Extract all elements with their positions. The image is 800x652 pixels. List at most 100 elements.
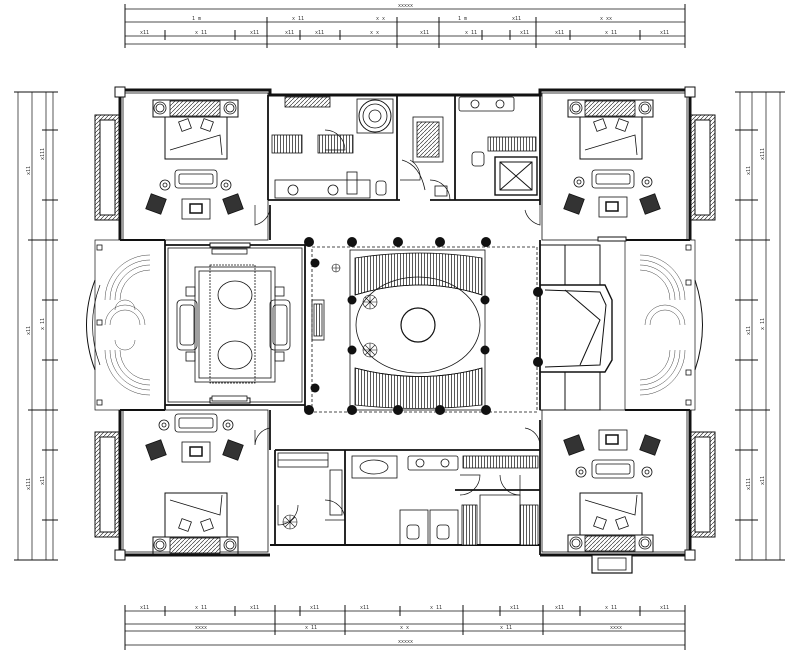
bedroom-top-right (563, 99, 661, 242)
top-dimension-label: 1 m (458, 16, 467, 22)
top-dimension-label: x xx (600, 16, 612, 22)
side-dimension-lines (14, 91, 785, 561)
top-dimension-label: x11 (250, 30, 259, 36)
bottom-dimension-label: x 11 (500, 625, 512, 631)
top-dimension-label: x x (370, 30, 379, 36)
column-icon (347, 295, 357, 305)
hall-columns (304, 237, 543, 415)
column-icon (310, 258, 320, 268)
bottom-dimension-label: x11 (360, 605, 369, 611)
corner-piers (114, 86, 696, 561)
tea-table-icon (598, 429, 628, 451)
top-dimension-label: x 11 (605, 30, 617, 36)
bottom-dimension-label: x11 (310, 605, 319, 611)
column-icon (304, 405, 314, 415)
right-dimension-label: x11 (760, 476, 766, 485)
bed-icon (579, 492, 643, 536)
armchair-icon (639, 193, 661, 215)
column-icon (310, 383, 320, 393)
armchair-icon (639, 434, 661, 456)
toilet-icon (471, 151, 485, 167)
sofa-icon (591, 169, 635, 189)
armchair-icon (563, 193, 585, 215)
column-icon (533, 357, 543, 367)
top-dimension-label: x x (376, 16, 385, 22)
bedroom-top-left (145, 99, 251, 248)
armchair-icon (563, 434, 585, 456)
sink-icon (495, 99, 505, 109)
side-dimension-labels: x11 x111 x11 x 11 x111 x11 x11 x111 x11 … (26, 148, 766, 490)
armchair-icon (222, 193, 244, 215)
bottom-total-dimension: xxxxx (398, 639, 413, 645)
armchair-icon (222, 439, 244, 461)
column-icon (347, 405, 357, 415)
headboard-icon (584, 535, 636, 552)
column-icon (480, 295, 490, 305)
bottom-dimension-label: x11 (510, 605, 519, 611)
column-icon (304, 237, 314, 247)
bedroom-bottom-left (145, 397, 251, 555)
bottom-dimension-label: x11 (250, 605, 259, 611)
toilet-icon (406, 524, 420, 540)
bed-icon (579, 116, 643, 160)
top-dimension-label: x11 (420, 30, 429, 36)
stair-icon (354, 367, 483, 409)
bottom-dimension-label: x x (400, 625, 409, 631)
right-dimension-label: x11 (746, 166, 752, 175)
wall-bands (122, 92, 688, 553)
tea-table-icon (181, 198, 211, 220)
column-icon (480, 345, 490, 355)
sofa-icon (269, 299, 291, 351)
headboard-icon (169, 100, 221, 117)
column-icon (393, 237, 403, 247)
column-icon (347, 345, 357, 355)
bed-icon (164, 492, 228, 538)
bottom-dimension-label: x11 (555, 605, 564, 611)
top-dimension-labels: xxxxx 1 m x 11 x x 1 m x11 x xx x11 x 11… (140, 3, 669, 36)
right-terrace (624, 239, 703, 411)
sink-icon (440, 458, 450, 468)
sink-icon (287, 184, 299, 196)
bathtub-icon (359, 459, 389, 475)
column-icon (393, 405, 403, 415)
tea-table-icon (598, 196, 628, 218)
left-dimension-label: x11 (40, 476, 46, 485)
armchair-icon (145, 193, 167, 215)
right-dimension-label: x111 (746, 478, 752, 490)
column-icon (533, 287, 543, 297)
bottom-dimension-lines (124, 605, 686, 650)
top-dimension-label: x 11 (465, 30, 477, 36)
toilet-icon (436, 524, 450, 540)
bottom-dimension-label: x 11 (605, 605, 617, 611)
top-dimension-label: x11 (285, 30, 294, 36)
left-dimension-label: x 11 (40, 318, 46, 330)
interior-walls (164, 95, 541, 555)
sofa-icon (174, 169, 218, 189)
toilet-icon (375, 180, 387, 196)
top-dimension-label: x 11 (292, 16, 304, 22)
door-swings (254, 129, 541, 526)
dining-table-icon (217, 280, 253, 310)
left-terrace (86, 239, 166, 411)
tea-table-icon (181, 441, 211, 463)
top-total-dimension: xxxxx (398, 3, 413, 9)
central-hall (311, 246, 538, 413)
sink-icon (470, 99, 480, 109)
sink-icon (415, 458, 425, 468)
top-bathroom (271, 96, 394, 199)
bottom-dimension-label: x11 (140, 605, 149, 611)
bed-icon (164, 116, 228, 160)
column-icon (435, 237, 445, 247)
tree-icon (282, 263, 378, 530)
top-dimension-label: x11 (140, 30, 149, 36)
bedroom-bottom-right (563, 429, 661, 574)
sofa-icon (174, 413, 218, 433)
stair-icon (354, 252, 483, 296)
bottom-dimension-label: xxxx (195, 625, 207, 631)
top-dimension-label: x11 (555, 30, 564, 36)
bottom-dimension-label: x 11 (305, 625, 317, 631)
right-vestibule (539, 244, 613, 411)
balconies (94, 114, 716, 538)
bottom-bathrooms (277, 452, 539, 546)
